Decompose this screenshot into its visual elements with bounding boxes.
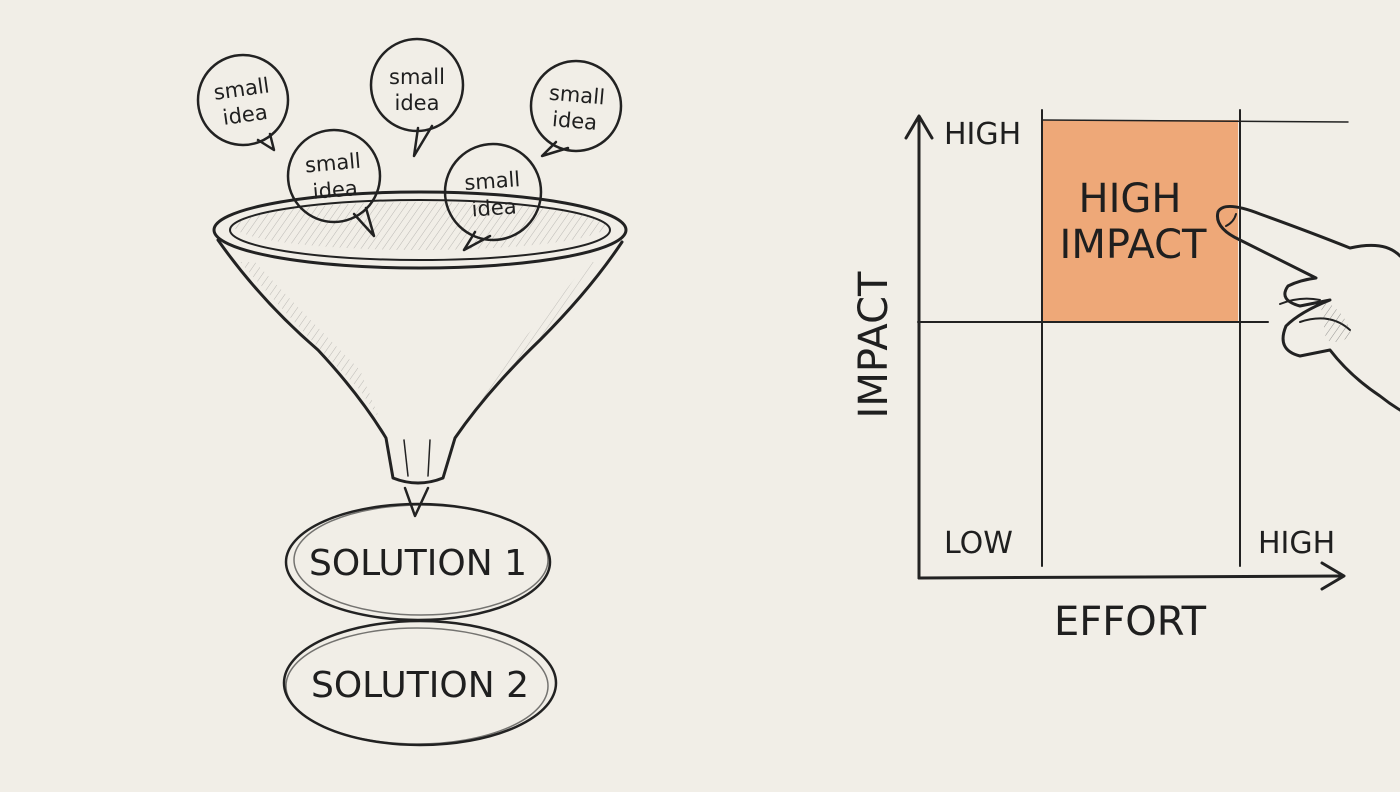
solution-1: SOLUTION 1 (284, 502, 552, 622)
idea-bubble-text: small (304, 149, 362, 178)
funnel-shading-right (470, 262, 600, 420)
idea-bubble-text: small (548, 81, 606, 110)
idea-bubble: small idea (196, 53, 290, 152)
high-impact-label-line2: IMPACT (1060, 222, 1207, 268)
idea-bubble-text: idea (312, 176, 359, 204)
x-low-label: LOW (944, 526, 1013, 561)
idea-bubble-text: idea (221, 100, 269, 130)
idea-bubble: small idea (529, 59, 623, 158)
idea-bubble-text: idea (395, 91, 440, 115)
funnel-rim-inner (229, 199, 611, 261)
x-axis (917, 574, 1345, 580)
idea-bubble-text: small (389, 65, 445, 89)
funnel-spout-tip (403, 486, 430, 518)
y-high-label: HIGH (944, 117, 1021, 152)
spout-line (403, 439, 409, 477)
idea-bubble: small idea (369, 37, 465, 158)
grid-line (1041, 119, 1349, 123)
y-axis-title: IMPACT (851, 271, 897, 418)
hand-shadow (1320, 300, 1352, 342)
spout-line (427, 439, 431, 477)
solution-1-label: SOLUTION 1 (309, 543, 527, 584)
funnel-rim-outer (212, 190, 628, 270)
idea-bubble: small idea (443, 142, 543, 252)
funnel-group (212, 190, 628, 518)
funnel-rim-hatch (234, 202, 606, 250)
idea-bubble-text: idea (551, 107, 598, 135)
x-axis-title: EFFORT (1054, 599, 1207, 645)
high-impact-label-line1: HIGH (1079, 176, 1182, 222)
impact-effort-matrix: HIGH LOW HIGH IMPACT EFFORT HIGH IMPACT (851, 109, 1349, 645)
pointing-hand-icon (1215, 205, 1400, 412)
high-impact-quadrant (1042, 120, 1238, 322)
idea-bubble: small idea (286, 128, 382, 238)
solution-2-label: SOLUTION 2 (311, 665, 529, 706)
x-high-label: HIGH (1258, 526, 1335, 561)
funnel-cone (216, 238, 624, 485)
x-axis-arrow (1320, 561, 1346, 591)
y-axis-arrow (904, 114, 934, 140)
idea-bubble-text: small (463, 167, 520, 195)
idea-bubble-text: idea (471, 194, 518, 221)
solution-2: SOLUTION 2 (282, 619, 558, 747)
